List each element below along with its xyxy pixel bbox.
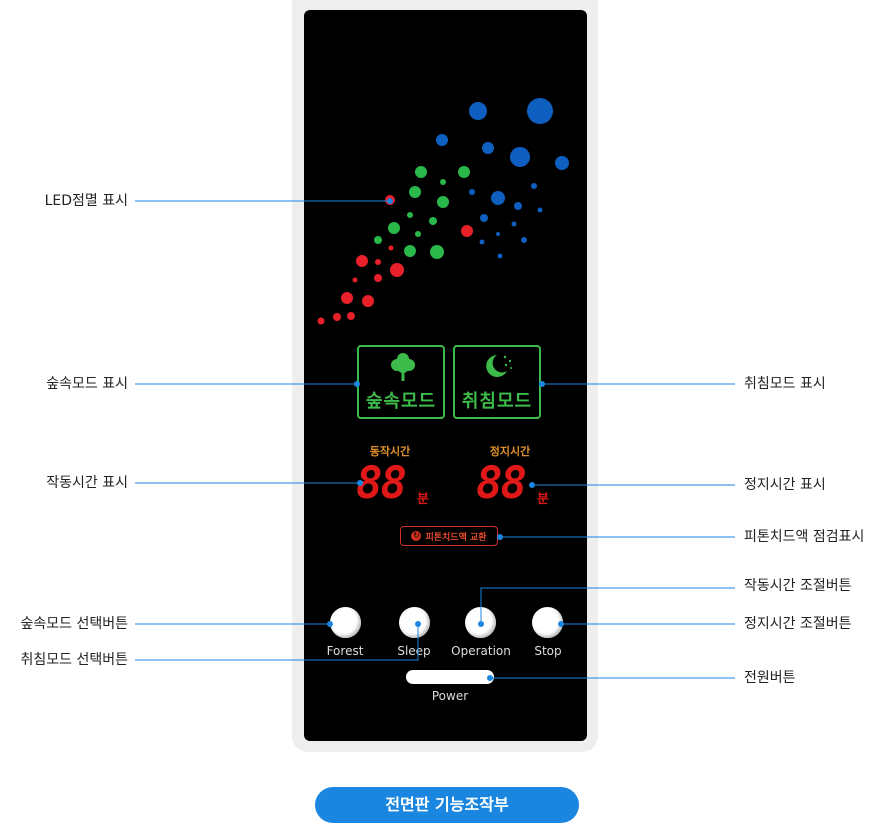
stop-button-label: Stop (534, 644, 562, 658)
callout-refill: 피톤치드액 점검표시 (744, 529, 865, 545)
sleep-button[interactable] (399, 607, 430, 638)
tree-icon (391, 353, 415, 381)
callout-stop-adjust: 정지시간 조절버튼 (744, 616, 852, 632)
sleep-mode-text: 취침모드 (461, 391, 533, 412)
callout-power: 전원버튼 (744, 670, 796, 686)
forest-button[interactable] (330, 607, 361, 638)
forest-mode-text: 숲속모드 (365, 391, 437, 412)
power-button[interactable] (406, 670, 494, 684)
callout-op-adjust: 작동시간 조절버튼 (744, 578, 852, 594)
callout-led: LED점멸 표시 (44, 193, 128, 209)
op-time-digits: 88 (356, 458, 407, 509)
callout-forest-indicator: 숲속모드 표시 (46, 376, 128, 392)
refresh-icon: ↻ (411, 531, 422, 541)
callout-stop-time: 정지시간 표시 (744, 477, 826, 493)
red-leds (317, 195, 473, 325)
callout-sleep-indicator: 취침모드 표시 (744, 376, 826, 392)
sleep-button-label: Sleep (397, 644, 431, 658)
blue-leds (436, 98, 569, 259)
green-leds (374, 166, 470, 259)
operation-button-label: Operation (451, 644, 511, 658)
op-time-label: 동작시간 (369, 445, 411, 458)
caption-banner: 전면판 기능조작부 (315, 787, 579, 823)
moon-stars-icon (486, 355, 512, 377)
stop-time-label: 정지시간 (489, 445, 531, 458)
callout-forest-button: 숲속모드 선택버튼 (20, 616, 129, 632)
callout-op-time: 작동시간 표시 (46, 475, 128, 491)
refill-text: 피톤치드액 교환 (425, 532, 487, 543)
power-button-label: Power (431, 689, 469, 703)
stop-time-unit: 분 (537, 492, 549, 507)
stop-button[interactable] (532, 607, 563, 638)
op-time-unit: 분 (417, 492, 429, 507)
stop-time-digits: 88 (476, 458, 527, 509)
forest-button-label: Forest (326, 644, 364, 658)
callout-sleep-button: 취침모드 선택버튼 (20, 652, 129, 668)
